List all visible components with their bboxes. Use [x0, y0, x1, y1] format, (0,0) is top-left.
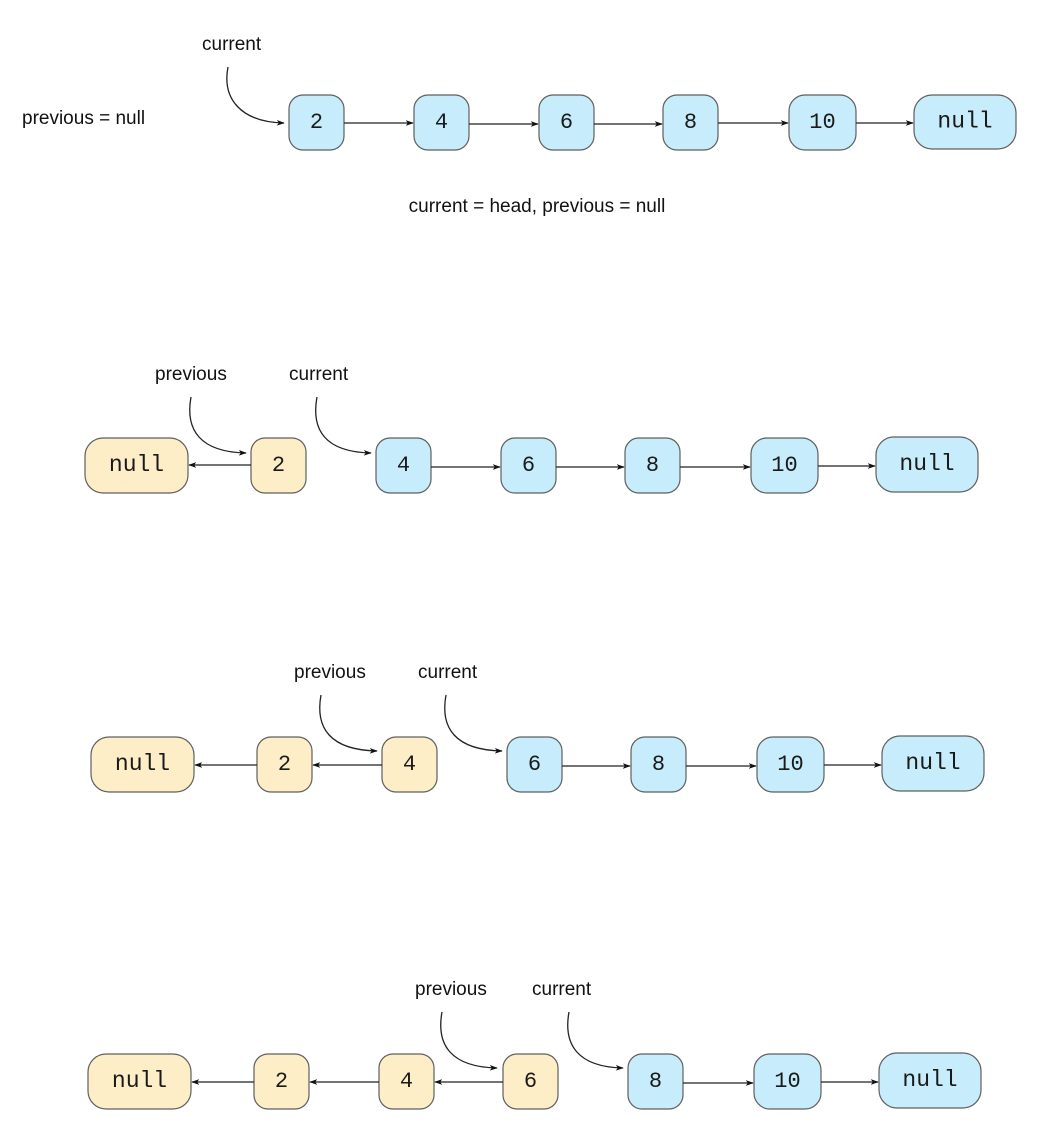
previous-null-label: previous = null: [22, 108, 145, 129]
list-node: null: [90, 736, 195, 793]
list-node: 2: [288, 94, 345, 151]
list-node: 10: [753, 1053, 822, 1110]
node-value: 8: [652, 752, 665, 777]
node-value: null: [109, 452, 164, 478]
current-pointer-label: current: [289, 364, 349, 385]
previous-pointer-arrow: [440, 1011, 498, 1071]
previous-pointer-arrow: [319, 694, 378, 754]
previous-pointer-label: previous: [415, 979, 487, 1000]
list-node: 6: [538, 94, 595, 151]
current-pointer-arrow: [315, 396, 372, 456]
node-value: 4: [435, 110, 448, 135]
node-box: [375, 437, 432, 494]
node-value: 4: [400, 1069, 413, 1094]
list-node: 8: [662, 94, 719, 151]
node-value: 6: [524, 1069, 537, 1094]
node-box: [878, 1052, 982, 1109]
current-pointer-arrow: [226, 66, 285, 126]
list-node: 8: [630, 736, 687, 793]
node-value: 6: [560, 110, 573, 135]
node-box: [506, 736, 563, 793]
node-box: [413, 94, 470, 151]
node-value: 10: [771, 453, 797, 478]
row-1: previous = null current 2 4 6 8 10 null: [22, 34, 1017, 217]
node-box: [90, 736, 195, 793]
list-node: 8: [627, 1053, 684, 1110]
list-node: 4: [413, 94, 470, 151]
list-node: 2: [253, 1053, 310, 1110]
node-value: 10: [774, 1069, 800, 1094]
previous-pointer-arrow: [189, 396, 247, 456]
node-value: 8: [646, 453, 659, 478]
row-2: previous current null 2 4 6 8 10: [84, 364, 979, 494]
node-value: 10: [777, 752, 803, 777]
list-node: 10: [750, 437, 819, 494]
node-box: [881, 735, 985, 792]
list-node: 2: [256, 736, 313, 793]
node-value: null: [905, 750, 960, 776]
list-node: null: [878, 1052, 982, 1109]
node-value: 6: [528, 752, 541, 777]
list-node: 2: [250, 437, 307, 494]
current-pointer-arrow: [567, 1011, 624, 1071]
node-value: 2: [275, 1069, 288, 1094]
node-value: 10: [809, 110, 835, 135]
node-box: [913, 94, 1017, 150]
current-pointer-arrow: [444, 694, 503, 754]
row-4: previous current null 2 4 6 8 10: [87, 979, 982, 1110]
node-box: [84, 437, 189, 494]
node-value: null: [902, 1067, 957, 1093]
list-node: 4: [378, 1053, 435, 1110]
node-value: 8: [649, 1069, 662, 1094]
list-node: null: [87, 1053, 192, 1110]
list-node: 6: [506, 736, 563, 793]
list-node: null: [875, 436, 979, 493]
node-value: null: [899, 451, 954, 477]
node-box: [500, 437, 557, 494]
node-box: [624, 437, 681, 494]
row-3: previous current null 2 4 6 8 10: [90, 662, 985, 793]
node-value: 2: [278, 752, 291, 777]
node-value: null: [115, 751, 170, 777]
node-value: 2: [310, 110, 323, 135]
node-box: [538, 94, 595, 151]
previous-pointer-label: previous: [155, 364, 227, 385]
previous-pointer-label: previous: [294, 662, 366, 683]
node-value: 6: [522, 453, 535, 478]
current-pointer-label: current: [202, 34, 262, 55]
list-node: null: [913, 94, 1017, 150]
list-node: 10: [788, 94, 857, 151]
list-node: null: [881, 735, 985, 792]
list-node: null: [84, 437, 189, 494]
list-node: 4: [375, 437, 432, 494]
list-node: 4: [381, 736, 438, 793]
step-caption: current = head, previous = null: [409, 196, 666, 217]
node-box: [627, 1053, 684, 1110]
list-node: 6: [502, 1053, 559, 1110]
node-box: [630, 736, 687, 793]
node-value: 2: [272, 453, 285, 478]
node-value: 8: [684, 110, 697, 135]
list-node: 8: [624, 437, 681, 494]
node-value: 4: [403, 752, 416, 777]
node-value: null: [112, 1068, 167, 1094]
node-value: null: [937, 109, 992, 135]
current-pointer-label: current: [532, 979, 592, 1000]
node-box: [87, 1053, 192, 1110]
node-box: [875, 436, 979, 493]
list-node: 6: [500, 437, 557, 494]
list-node: 10: [756, 736, 825, 793]
node-value: 4: [397, 453, 410, 478]
current-pointer-label: current: [418, 662, 478, 683]
